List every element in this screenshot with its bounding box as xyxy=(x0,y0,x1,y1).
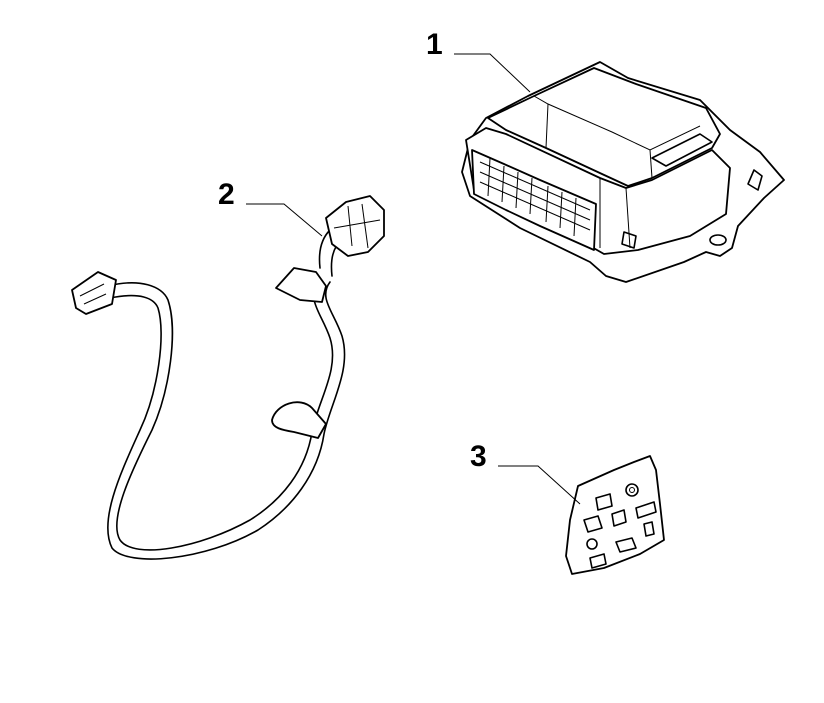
callout-number-2: 2 xyxy=(218,178,235,211)
wiring-harness-part xyxy=(71,195,385,560)
callout-number-3: 3 xyxy=(470,440,487,473)
control-unit-part xyxy=(461,61,785,283)
leader-line-3 xyxy=(498,465,581,505)
leader-line-1 xyxy=(454,53,531,93)
leader-line-2 xyxy=(246,203,323,237)
bracket-kit-part xyxy=(565,455,665,575)
callout-number-1: 1 xyxy=(426,28,443,61)
